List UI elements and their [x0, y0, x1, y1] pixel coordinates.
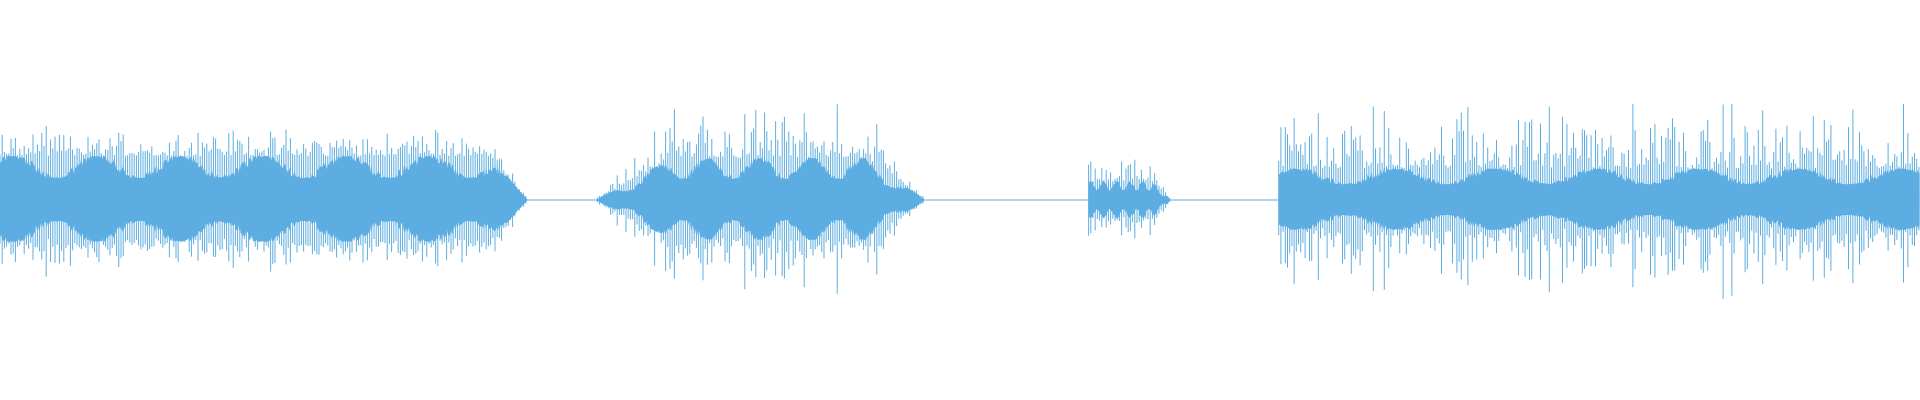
speech-segment-1 [0, 125, 528, 277]
speech-segment-2 [595, 104, 926, 294]
waveform-body [1278, 168, 1920, 230]
speech-segment-4 [1278, 103, 1920, 299]
waveform-body [1088, 181, 1171, 218]
speech-segment-3 [1088, 159, 1171, 239]
